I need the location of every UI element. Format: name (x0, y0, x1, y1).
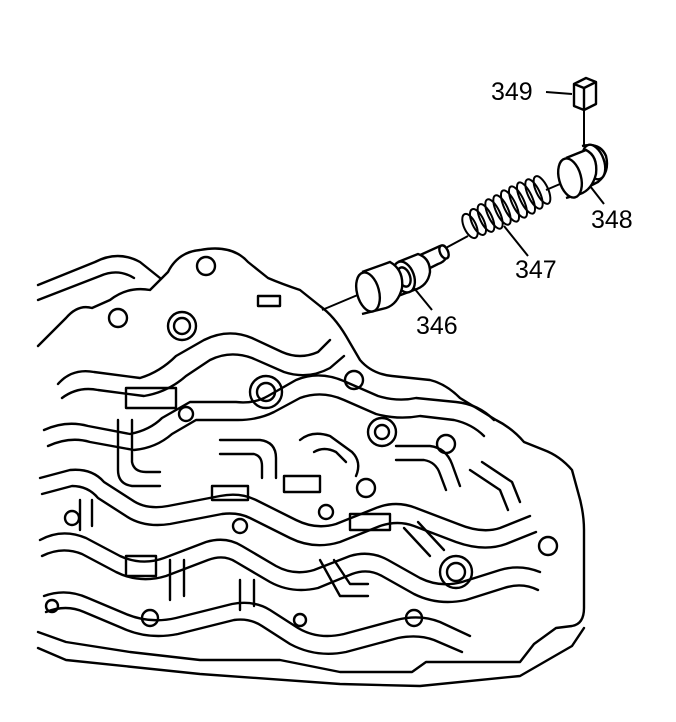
callout-347: 347 (515, 256, 557, 284)
callout-346: 346 (416, 312, 458, 340)
part-348-plug (556, 143, 609, 200)
leader-lines (413, 91, 605, 311)
part-346-valve (354, 244, 450, 316)
valve-body-casting (36, 247, 586, 688)
leader-349 (545, 91, 573, 95)
callout-349: 349 (491, 78, 533, 106)
part-349-retainer (572, 76, 598, 112)
part-347-spring (461, 175, 552, 240)
casting-outline (36, 247, 586, 674)
leader-346 (413, 287, 433, 311)
leader-348 (589, 185, 605, 205)
callout-348: 348 (591, 206, 633, 234)
leader-347 (503, 225, 529, 257)
